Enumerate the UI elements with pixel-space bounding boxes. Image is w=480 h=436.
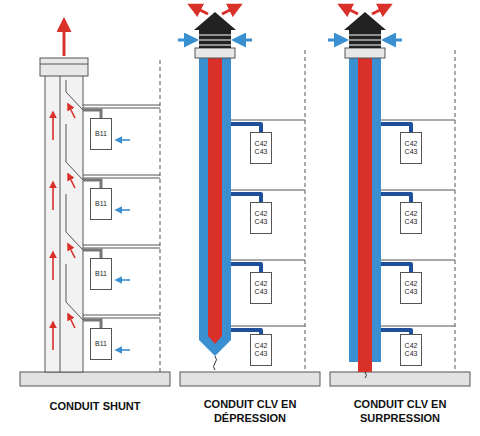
flow-arrow (53, 20, 75, 350)
ground-slab (330, 372, 470, 386)
flow-arrow (178, 5, 252, 40)
clv-duct (344, 12, 455, 378)
appliance-box: C42 C43 (400, 272, 422, 304)
caption-label: CONDUIT CLV EN DÉPRESSION (190, 398, 310, 426)
appliance-code: C42 C43 (403, 342, 419, 358)
appliance-code: B11 (95, 340, 107, 348)
flow-arrow (328, 5, 402, 40)
appliance-code: C42 C43 (403, 280, 419, 296)
clv-duct (194, 12, 305, 372)
caption-label: CONDUIT CLV EN SURPRESSION (335, 398, 465, 426)
appliance-box: C42 C43 (250, 202, 272, 234)
appliance-box: C42 C43 (250, 132, 272, 164)
appliance-box: B11 (90, 258, 112, 290)
appliance-code: B11 (95, 270, 107, 278)
appliance-box: B11 (90, 328, 112, 360)
ground-slab (20, 372, 170, 386)
air-arrow (116, 140, 130, 350)
shunt-duct (40, 58, 160, 372)
appliance-box: C42 C43 (400, 132, 422, 164)
appliance-code: B11 (95, 200, 107, 208)
appliance-code: B11 (95, 130, 107, 138)
appliance-box: B11 (90, 118, 112, 150)
appliance-box: C42 C43 (250, 272, 272, 304)
appliance-code: C42 C43 (253, 210, 269, 226)
appliance-code: C42 C43 (253, 280, 269, 296)
appliance-code: C42 C43 (253, 140, 269, 156)
appliance-box: B11 (90, 188, 112, 220)
appliance-box: C42 C43 (250, 334, 272, 366)
ground-slab (180, 372, 320, 386)
appliance-code: C42 C43 (403, 140, 419, 156)
appliance-box: C42 C43 (400, 202, 422, 234)
caption-label: CONDUIT SHUNT (20, 400, 170, 414)
appliance-code: C42 C43 (403, 210, 419, 226)
appliance-code: C42 C43 (253, 342, 269, 358)
appliance-box: C42 C43 (400, 334, 422, 366)
